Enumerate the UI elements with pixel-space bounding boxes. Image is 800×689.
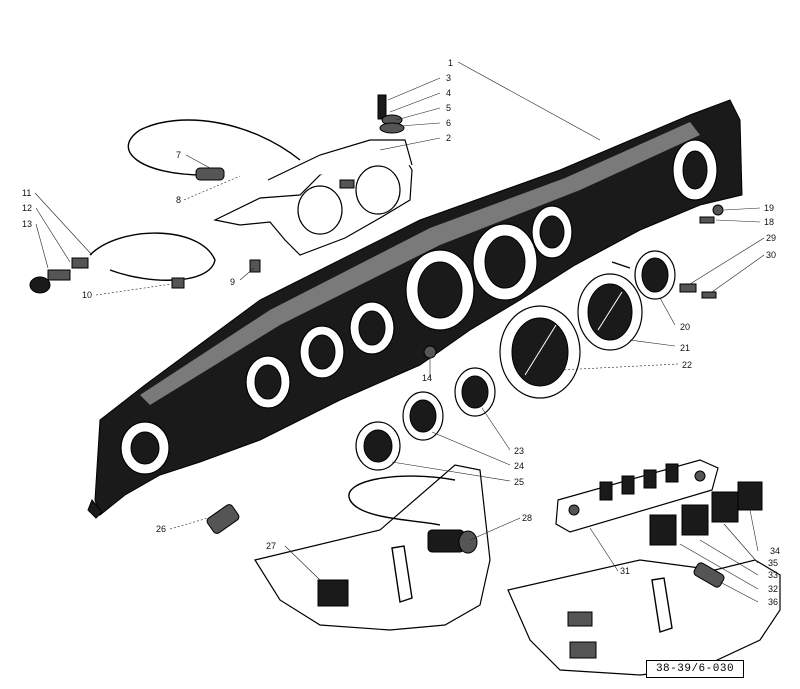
lower-right-cover [507,559,781,676]
callout-26: 26 [156,524,166,534]
leader-lines [34,61,765,603]
callout-33: 33 [768,570,778,580]
part-14 [423,345,437,359]
part-29 [679,283,697,293]
part-30 [701,291,717,299]
part-27 [317,579,349,607]
callout-8: 8 [176,195,181,205]
callout-4: 4 [446,88,451,98]
speedo-cable [127,119,301,176]
callout-14: 14 [422,373,432,383]
callout-27: 27 [266,541,276,551]
bulb-36 [693,562,725,588]
callout-labels: 1 3 4 5 6 2 7 8 9 10 11 12 13 14 18 19 2… [22,58,780,607]
callout-18: 18 [764,217,774,227]
wiring-harness [89,232,216,281]
clip [249,259,261,273]
callout-21: 21 [680,343,690,353]
gauge-25 [355,421,401,471]
callout-1: 1 [448,58,453,68]
callout-19: 19 [764,203,774,213]
callout-34: 34 [770,546,780,556]
callout-20: 20 [680,322,690,332]
callout-30: 30 [766,250,776,260]
part-19 [712,204,724,216]
gauge-24 [402,391,444,441]
callout-13: 13 [22,219,32,229]
gauge-20 [611,250,676,300]
callout-11: 11 [22,188,31,198]
callout-28: 28 [522,513,532,523]
callout-7: 7 [176,150,181,160]
callout-24: 24 [514,461,524,471]
callout-2: 2 [446,133,451,143]
switch-bezel-31 [555,459,719,533]
callout-22: 22 [682,360,692,370]
callout-9: 9 [230,277,235,287]
part-18 [699,216,715,224]
callout-5: 5 [446,103,451,113]
lamp-socket [29,257,89,294]
lower-left-cover [254,464,491,631]
callout-12: 12 [22,203,32,213]
callout-32: 32 [768,584,778,594]
callout-3: 3 [446,73,451,83]
harness-clip [171,277,185,289]
callout-29: 29 [766,233,776,243]
callout-31: 31 [620,566,630,576]
instrument-hood [213,139,413,256]
switch-assembly [377,94,405,134]
cable-clamp [195,167,225,181]
callout-23: 23 [514,446,524,456]
dashboard-panel [87,99,743,519]
callout-25: 25 [514,477,524,487]
callout-6: 6 [446,118,451,128]
callout-35: 35 [768,558,778,568]
bulb-26 [206,504,240,534]
reference-code: 38-39/6-030 [646,660,744,678]
gauge-22 [499,305,581,399]
rocker-switches [649,481,763,546]
callout-36: 36 [768,597,778,607]
cigar-lighter [427,529,478,554]
gauge-23 [454,367,496,417]
gauge-21 [577,273,643,351]
callout-10: 10 [82,290,92,300]
cigar-lighter-cable [348,475,456,526]
